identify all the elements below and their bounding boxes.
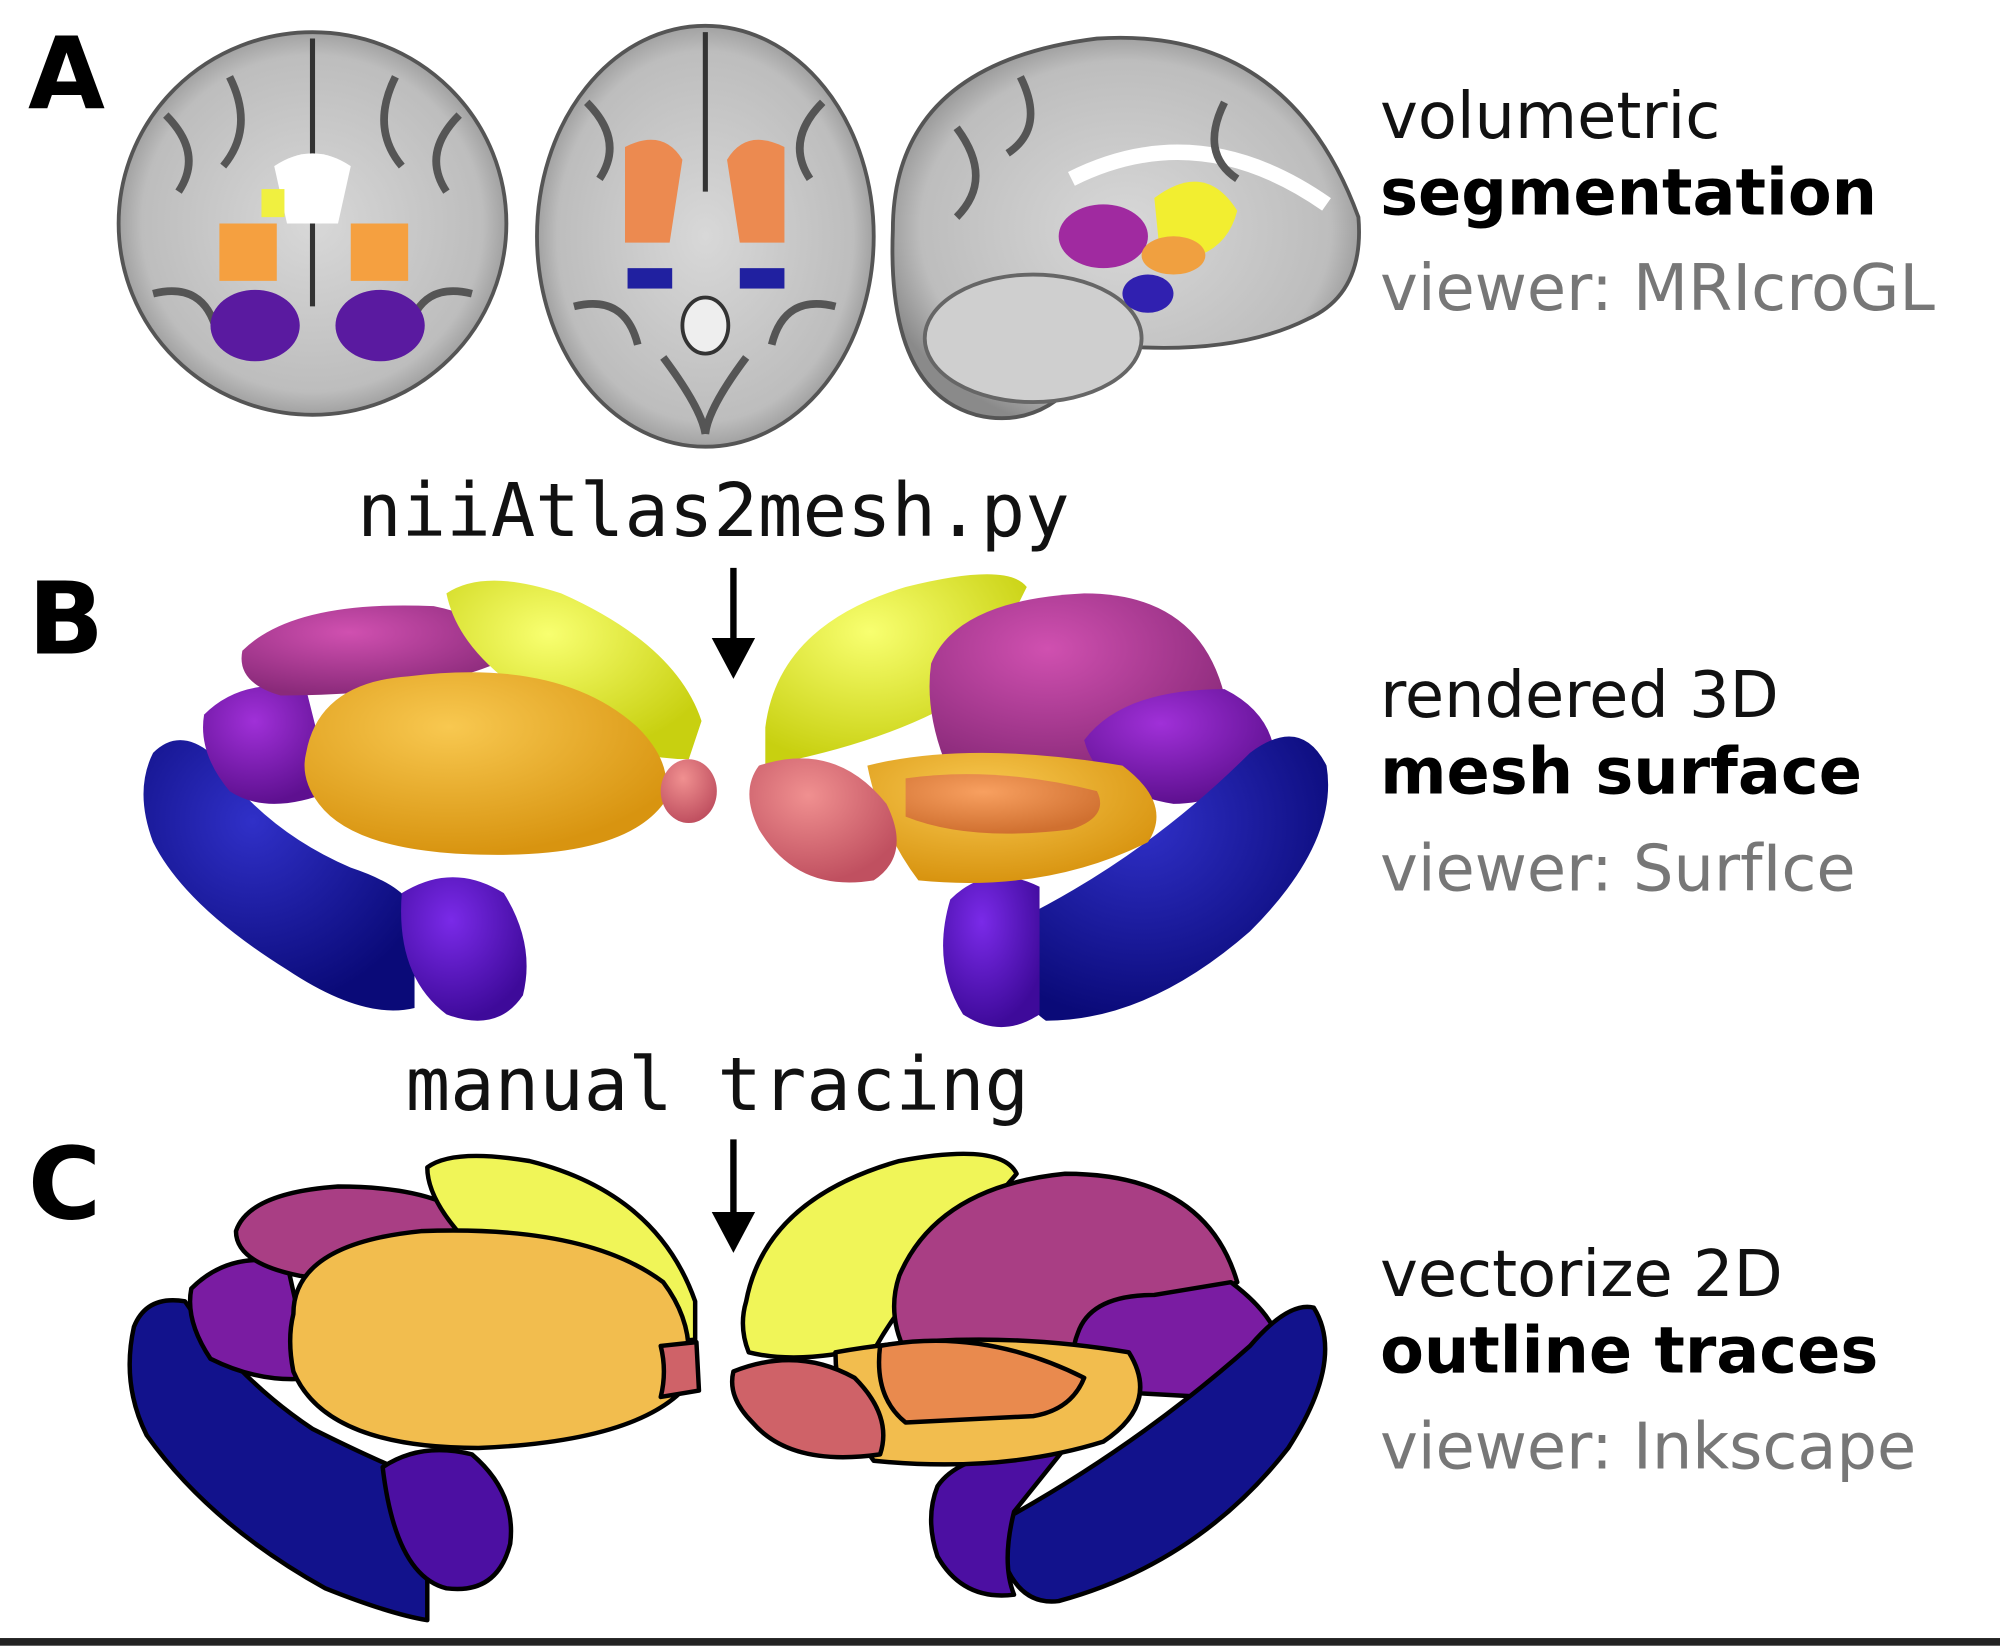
panel-c-line1: vectorize 2D [1380,1238,1783,1312]
down-arrow-icon [711,1139,756,1253]
panel-c-line2: outline traces [1380,1315,1878,1389]
step-label-script: niiAtlas2mesh.py [357,468,1070,554]
panel-a-line3: viewer: MRIcroGL [1380,252,1935,326]
panel-letter-a: A [28,18,105,133]
trace-left-hemisphere [127,1153,702,1623]
mesh-left-hemisphere [143,580,717,1021]
mesh-right-hemisphere [749,574,1329,1028]
trace-right-hemisphere [729,1151,1328,1604]
panel-b-line1: rendered 3D [1380,659,1779,733]
panel-a-line2: segmentation [1380,157,1877,231]
panel-letter-b: B [28,562,104,677]
panel-c-line3: viewer: Inkscape [1380,1410,1916,1484]
down-arrow-icon [711,567,756,679]
axial-slice [535,23,876,449]
sagittal-slice [890,35,1361,421]
step-label-manual: manual tracing [406,1042,1029,1128]
panel-a-line1: volumetric [1380,80,1720,154]
coronal-slice [116,30,509,417]
panel-b-line3: viewer: SurfIce [1380,833,1856,907]
panel-b-line2: mesh surface [1380,736,1862,810]
bottom-border [0,1638,2000,1646]
panel-letter-c: C [28,1127,101,1242]
